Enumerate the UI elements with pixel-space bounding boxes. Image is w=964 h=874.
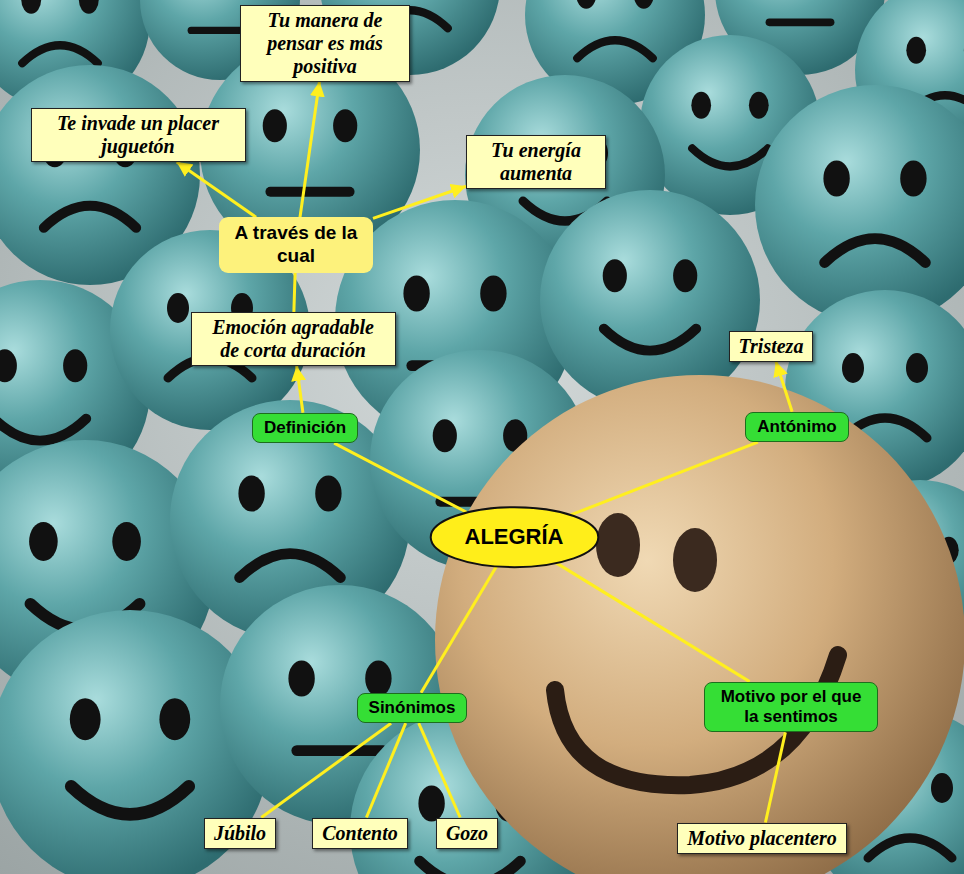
effect-note: Tu manera de pensar es más positiva <box>240 5 410 82</box>
smiley-ball <box>755 85 964 325</box>
connector-line <box>419 723 460 817</box>
category-box: Sinónimos <box>357 693 468 723</box>
node-text: Te invade un placer juguetón <box>41 112 236 158</box>
antonym-note: Tristeza <box>729 331 814 362</box>
connector-line <box>776 362 792 412</box>
node-text: Emoción agradable de corta duración <box>201 316 386 362</box>
central-ellipse: ALEGRÍA <box>429 506 600 568</box>
category-box: Definición <box>252 413 358 443</box>
node-text: Motivo por el que la sentimos <box>716 687 866 728</box>
node-text: Tristeza <box>739 335 804 358</box>
connector-line <box>334 443 467 512</box>
synonym-note: Júbilo <box>204 818 276 849</box>
synonym-note: Contento <box>312 818 408 849</box>
connector-line <box>294 273 295 312</box>
connector-line <box>373 186 466 218</box>
node-text: Gozo <box>446 822 488 845</box>
definition-note: Emoción agradable de corta duración <box>191 312 396 366</box>
connector-line <box>556 563 749 682</box>
connector-line <box>366 723 405 817</box>
node-text: Júbilo <box>214 822 266 845</box>
happy-ball <box>435 375 964 874</box>
node-text: Tu energía aumenta <box>476 139 596 185</box>
connector-line <box>177 162 256 217</box>
connector-box: A través de la cual <box>219 217 373 273</box>
connector-line <box>421 566 496 693</box>
connector-line <box>300 82 319 218</box>
effect-note: Tu energía aumenta <box>466 135 606 189</box>
effect-note: Te invade un placer juguetón <box>31 108 246 162</box>
node-text: Definición <box>264 418 346 438</box>
connector-line <box>765 732 785 822</box>
synonym-note: Gozo <box>436 818 498 849</box>
connector-line <box>297 366 303 413</box>
node-text: Antónimo <box>757 417 836 437</box>
node-text: Tu manera de pensar es más positiva <box>250 9 400 78</box>
node-text: Sinónimos <box>369 698 456 718</box>
node-text: Motivo placentero <box>687 827 836 850</box>
reason-note: Motivo placentero <box>677 823 846 854</box>
connector-line <box>571 442 758 515</box>
node-text: ALEGRÍA <box>465 524 564 550</box>
node-text: A través de la cual <box>231 222 361 268</box>
node-text: Contento <box>322 822 398 845</box>
category-box: Antónimo <box>745 412 848 442</box>
category-box: Motivo por el que la sentimos <box>704 682 878 733</box>
